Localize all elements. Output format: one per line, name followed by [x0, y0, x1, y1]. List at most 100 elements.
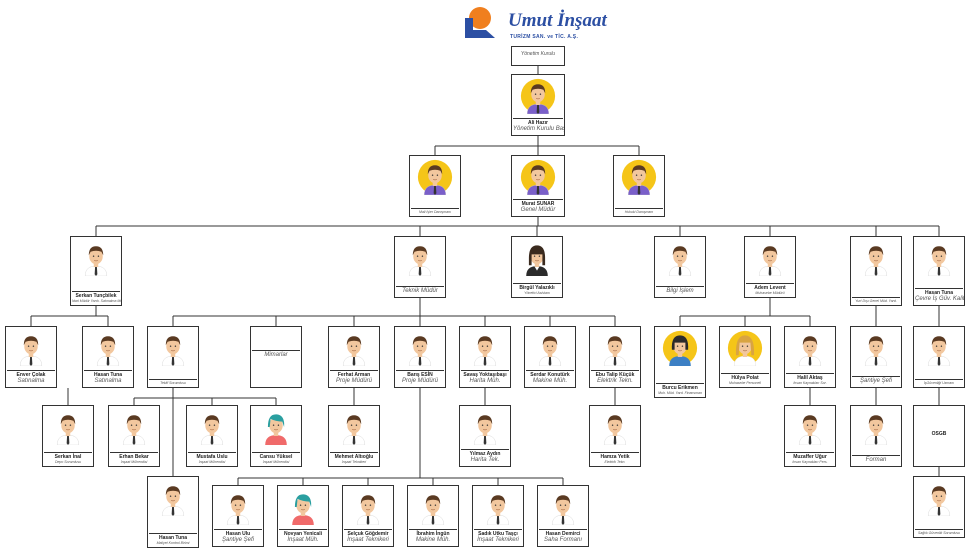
position-title: İdari Müdür Yardı. Satınalma Mudürü [72, 298, 121, 303]
avatar-icon [590, 406, 640, 445]
position-title: İnşaat Müh. [287, 537, 319, 543]
avatar-icon [914, 237, 964, 276]
avatar-icon [745, 237, 795, 276]
person-name: Ebu Talip Küçük [595, 372, 635, 378]
person-name: Burcu Erikmen [662, 384, 698, 391]
avatar-icon [851, 406, 901, 445]
person-name: Hülya Polat [731, 374, 759, 381]
position-title: Maliyet Kontrol Birimi [156, 540, 190, 545]
avatar-icon [851, 327, 901, 366]
position-title: Muhasebe Personeli [729, 380, 761, 385]
position-title: Şantiye Şefi [859, 378, 893, 384]
position-title: Harita Müh. [469, 378, 501, 384]
org-node-yurtdisi: Yurt Dışı Genel Müd. Yard. [850, 236, 902, 306]
avatar-icon [343, 486, 393, 525]
person-name: Hasan Tuna [94, 372, 122, 378]
person-name: Mehmet Altıoğlu [334, 453, 374, 460]
position-title: İnşaat Mühendisi [120, 459, 148, 464]
avatar-icon [83, 327, 133, 366]
position-title: Elektrik Tekn. [604, 459, 626, 464]
org-node-isguv: İşGüvenliği Uzmanı [913, 326, 965, 388]
org-node-forman: Forman [850, 405, 902, 467]
avatar-icon [148, 477, 198, 516]
person-name: Hasan Tuna [159, 534, 187, 541]
position-title: İnsan Kaynakları Sor. [793, 380, 827, 385]
person-name: Savaş Yoktaşıbaşı [463, 372, 507, 378]
avatar-icon [6, 327, 56, 366]
avatar-icon [655, 237, 705, 276]
person-name: Novyan Yenicali [284, 531, 322, 537]
avatar-icon [525, 327, 575, 366]
position-title: Elektrik Tekn. [597, 378, 633, 384]
company-subtitle: TURİZM SAN. ve TİC. A.Ş. [510, 34, 579, 40]
position-title: Sağlık Güvenlik Sorumlusu [917, 530, 961, 535]
avatar-icon [851, 237, 901, 276]
company-logo: Umut İnşaat TURİZM SAN. ve TİC. A.Ş. [462, 4, 607, 44]
avatar-icon [512, 237, 562, 276]
avatar-icon [512, 156, 564, 195]
person-name: Birgül Yalazıklı [519, 284, 555, 291]
person-name: Ali Hazır [527, 120, 548, 126]
avatar-icon [460, 406, 510, 445]
avatar-icon [408, 486, 458, 525]
person-name: Selçuk Göğdemir [347, 531, 389, 537]
position-title: Proje Müdürü [401, 378, 439, 384]
person-name: Sadık Utku Taşçı [478, 531, 518, 537]
person-name: Serkan Tunçbilek [75, 292, 117, 299]
person-name: OSGB [931, 431, 947, 437]
position-title: Bilgi İşlem [666, 288, 694, 294]
avatar-icon [71, 237, 121, 276]
position-title: Proje Müdürü [335, 378, 373, 384]
org-node-hukuk: Hukuki Danışmanı [613, 155, 665, 217]
position-title: Makine Müh. [415, 537, 451, 543]
avatar-icon [251, 406, 301, 445]
avatar-icon [914, 327, 964, 366]
person-name: Hasan Ulu [225, 531, 251, 537]
person-name: Mustafa Uslu [196, 453, 228, 460]
position-title: Teknik Müdür [402, 288, 438, 294]
avatar-icon [213, 486, 263, 525]
avatar-icon [109, 406, 159, 445]
position-title: Yurt Dışı Genel Müd. Yard. [855, 298, 897, 303]
avatar-icon [278, 486, 328, 525]
position-title: İnşaat Teknikeri [347, 537, 389, 543]
position-title: İnşaat Teknikeri [477, 537, 519, 543]
position-title: Depo Sorumlusu [54, 459, 82, 464]
position-title: Muhasebe Müdürü [755, 290, 785, 295]
avatar-icon [410, 156, 460, 195]
avatar-icon [460, 327, 510, 366]
avatar-icon [329, 406, 379, 445]
position-title: Şantiye Şefi [221, 537, 255, 543]
avatar-icon [187, 406, 237, 445]
org-node-isg-bottom: Sağlık Güvenlik Sorumlusu [913, 476, 965, 538]
org-node-teknik: Teknik Müdür [394, 236, 446, 298]
position-title: Harita Tek. [470, 457, 500, 463]
position-title: Saha Formanı [543, 537, 583, 543]
avatar-icon [148, 327, 198, 366]
avatar-icon [329, 327, 379, 366]
org-node-bilgi: Bilgi İşlem [654, 236, 706, 298]
position-title: İnşaat Mühendisi [198, 459, 226, 464]
position-title: Satınalma [17, 378, 45, 384]
company-name: Umut İnşaat [508, 10, 607, 31]
person-name: Murat SUNAR [521, 201, 555, 207]
position-title: Muh. Müd. Yard. Finansman [658, 390, 702, 395]
